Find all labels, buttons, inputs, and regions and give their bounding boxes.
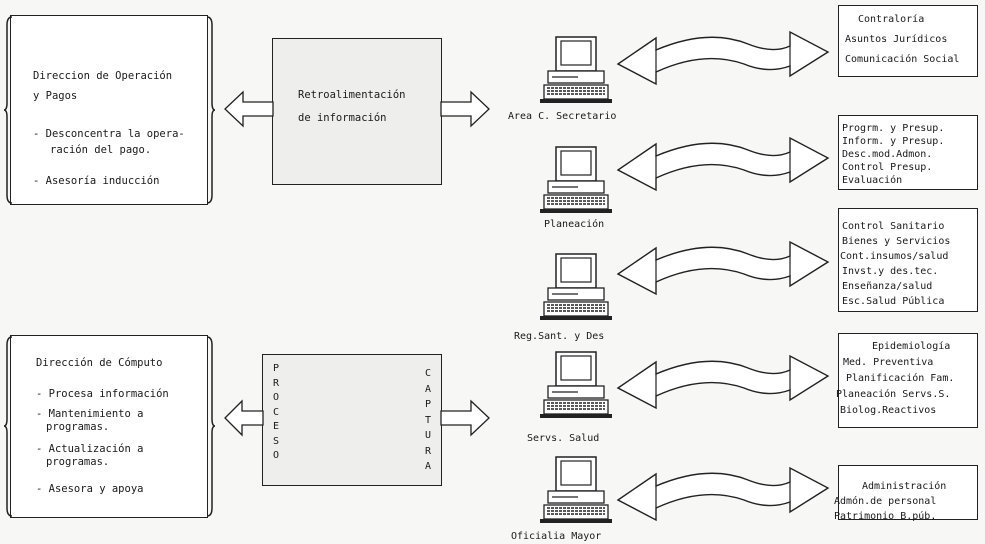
proceso-letter: O xyxy=(273,391,279,406)
retro-line-2: de información xyxy=(298,112,387,125)
retro-right-arrow xyxy=(441,90,489,128)
right-box-1-line: Asuntos Jurídicos xyxy=(845,33,947,46)
right-box-3-line: Invst.y des.tec. xyxy=(842,265,938,278)
right-box-5-line: Patrimonio B.púb. xyxy=(834,510,936,523)
right-box-2-line: Desc.mod.Admon. xyxy=(842,148,932,161)
operacion-item-2: - Asesoría inducción xyxy=(33,175,159,188)
operacion-item-1b: ración del pago. xyxy=(50,144,151,157)
right-box-3-line: Cont.insumos/salud xyxy=(840,250,948,263)
proceso-vertical-text: P R O C E S O xyxy=(273,362,279,464)
captura-right-arrow xyxy=(441,399,489,437)
retro-line-1: Retroalimentación xyxy=(298,89,405,102)
computo-item-2a: - Mantenimiento a xyxy=(36,408,143,421)
right-box-4-line: Biolog.Reactivos xyxy=(840,404,936,417)
wavy-double-arrow-4 xyxy=(618,346,828,408)
right-box-2-line: Evaluación xyxy=(842,174,902,187)
computo-item-2b: programas. xyxy=(46,421,109,434)
right-box-3-line: Bienes y Servicios xyxy=(842,235,950,248)
computo-item-4: - Asesora y apoya xyxy=(36,483,143,496)
right-box-1-line: Comunicación Social xyxy=(845,53,959,66)
computo-right-brace xyxy=(205,335,215,518)
computer-label-5: Oficialia Mayor xyxy=(511,530,601,543)
wavy-double-arrow-2 xyxy=(618,128,828,190)
retro-left-arrow xyxy=(225,90,273,128)
right-box-4-line: Planificación Fam. xyxy=(846,372,954,385)
computer-label-1: Area C. Secretario xyxy=(508,110,616,123)
computer-icon xyxy=(538,252,612,322)
operacion-title-2: y Pagos xyxy=(33,90,77,103)
proceso-left-arrow xyxy=(225,399,263,437)
captura-letter: C xyxy=(425,366,431,382)
wavy-double-arrow-1 xyxy=(618,22,828,84)
right-box-5-line: Administración xyxy=(862,480,946,493)
operacion-right-brace xyxy=(205,15,215,205)
captura-letter: P xyxy=(425,397,431,413)
right-box-1-line: Contraloría xyxy=(858,13,924,26)
computer-icon xyxy=(538,350,612,420)
captura-letter: T xyxy=(425,413,431,429)
operacion-title-1: Direccion de Operación xyxy=(33,70,172,83)
captura-letter: A xyxy=(425,382,431,398)
right-box-3-line: Esc.Salud Pública xyxy=(842,295,944,308)
right-box-2-line: Control Presup. xyxy=(842,161,932,174)
computo-item-1: - Procesa información xyxy=(36,388,169,401)
proceso-letter: P xyxy=(273,362,279,377)
proceso-letter: S xyxy=(273,435,279,450)
computer-label-3: Reg.Sant. y Des xyxy=(514,330,604,343)
computo-left-brace xyxy=(4,335,14,518)
computo-item-3b: programas. xyxy=(46,456,109,469)
captura-vertical-text: C A P T U R A xyxy=(425,366,431,475)
computo-title: Dirección de Cómputo xyxy=(36,357,162,370)
computer-label-4: Servs. Salud xyxy=(527,432,599,445)
right-box-5-line: Admón.de personal xyxy=(834,495,936,508)
proceso-letter: O xyxy=(273,449,279,464)
proceso-letter: R xyxy=(273,377,279,392)
captura-letter: A xyxy=(425,459,431,475)
wavy-double-arrow-5 xyxy=(618,458,828,520)
proceso-captura-box xyxy=(262,354,442,486)
right-box-3-line: Control Sanitario xyxy=(842,220,944,233)
computer-icon xyxy=(538,145,612,215)
captura-letter: R xyxy=(425,444,431,460)
proceso-letter: E xyxy=(273,420,279,435)
right-box-2-line: Progrm. y Presup. xyxy=(842,122,944,135)
proceso-letter: C xyxy=(273,406,279,421)
right-box-4-line: Med. Preventiva xyxy=(843,356,933,369)
computo-item-3a: - Actualización a xyxy=(36,443,143,456)
right-box-2-line: Inform. y Presup. xyxy=(842,135,944,148)
computer-label-2: Planeación xyxy=(544,218,604,231)
right-box-4-line: Epidemiología xyxy=(872,340,950,353)
captura-letter: U xyxy=(425,428,431,444)
computer-icon xyxy=(538,455,612,525)
wavy-double-arrow-3 xyxy=(618,232,828,294)
operacion-left-brace xyxy=(4,15,14,205)
computer-icon xyxy=(538,35,612,105)
right-box-4-line: Planeación Servs.S. xyxy=(836,388,950,401)
operacion-item-1a: - Desconcentra la opera- xyxy=(33,128,185,141)
right-box-3-line: Enseñanza/salud xyxy=(842,280,932,293)
